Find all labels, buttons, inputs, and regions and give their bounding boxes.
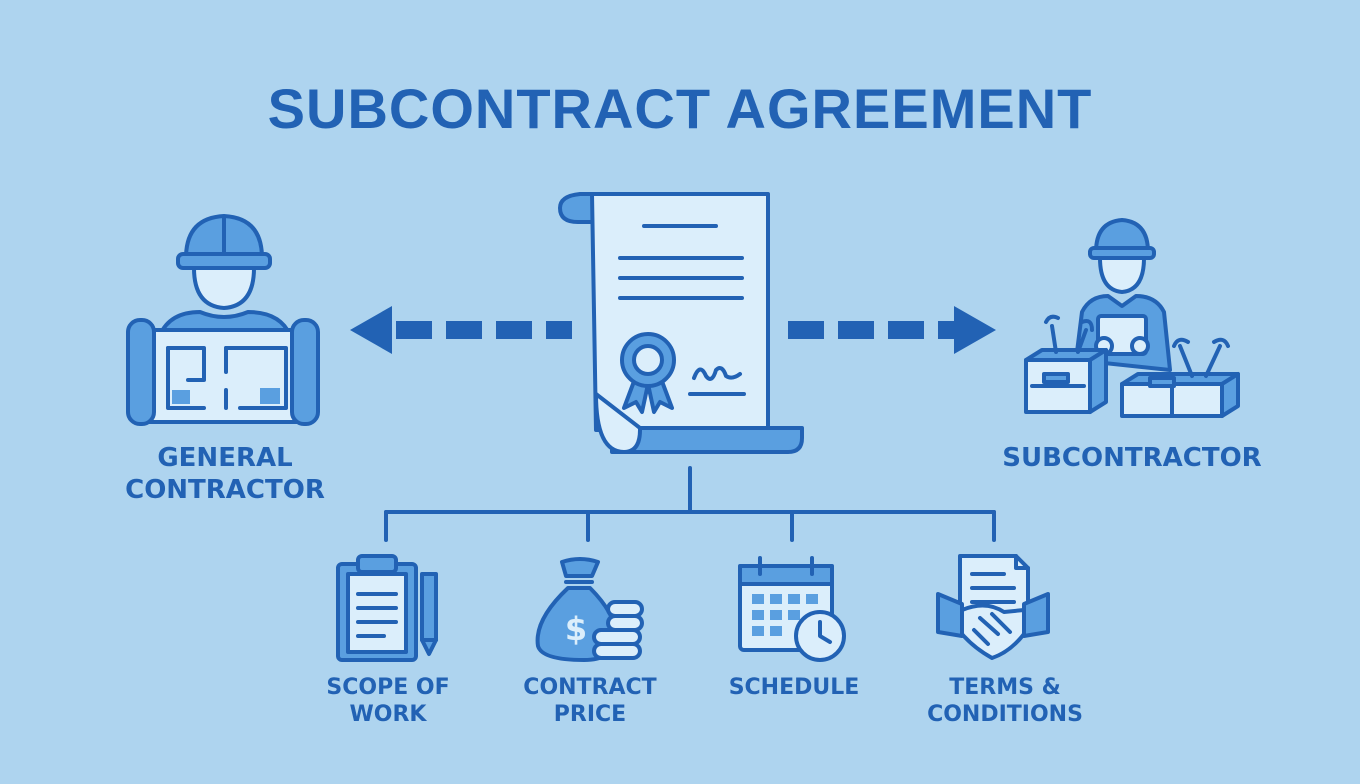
contract-price-label: CONTRACT PRICE	[508, 674, 672, 728]
handshake-document-icon	[936, 554, 1050, 660]
general-contractor-label-line2: CONTRACTOR	[125, 475, 325, 505]
terms-conditions-line2: CONDITIONS	[927, 702, 1083, 727]
general-contractor-label: GENERAL CONTRACTOR	[120, 442, 330, 506]
scope-of-work-label: SCOPE OF WORK	[306, 674, 470, 728]
worker-with-toolboxes-icon	[1024, 218, 1240, 418]
contract-price-line2: PRICE	[553, 702, 627, 727]
terms-conditions-label: TERMS & CONDITIONS	[910, 674, 1100, 728]
contract-price-line1: CONTRACT	[523, 675, 657, 700]
money-bag-coins-icon: $	[535, 557, 644, 662]
terms-conditions-line1: TERMS &	[949, 675, 1061, 700]
schedule-label: SCHEDULE	[728, 675, 860, 700]
arrow-to-general-contractor	[350, 306, 572, 354]
calendar-clock-icon	[738, 556, 846, 662]
subcontractor-label: SUBCONTRACTOR	[1002, 443, 1262, 473]
page-title: SUBCONTRACT AGREEMENT	[267, 77, 1093, 140]
clipboard-pencil-icon	[336, 554, 438, 662]
worker-with-blueprint-icon	[126, 214, 320, 426]
scope-of-work-line2: WORK	[349, 702, 427, 727]
svg-text:$: $	[565, 610, 587, 648]
tree-connectors	[384, 466, 996, 542]
general-contractor-label-line1: GENERAL	[157, 443, 293, 473]
arrow-to-subcontractor	[788, 306, 996, 354]
scope-of-work-line1: SCOPE OF	[326, 675, 450, 700]
contract-scroll-icon	[558, 192, 804, 454]
